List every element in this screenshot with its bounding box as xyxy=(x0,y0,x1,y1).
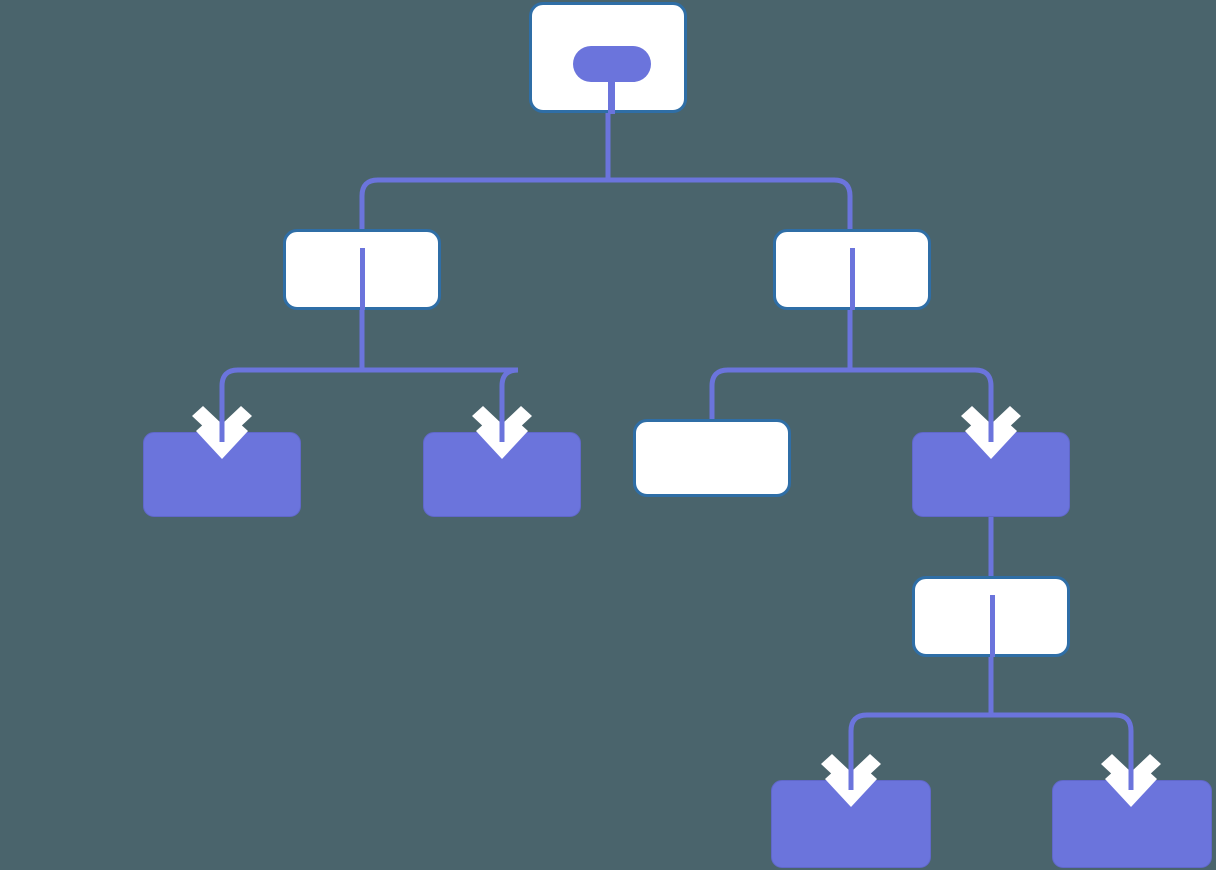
edge-right-1-to-branch xyxy=(850,367,994,430)
node-right-2[interactable] xyxy=(912,576,1070,657)
edge-left-1-to-leaf-a xyxy=(219,367,362,430)
node-bottom-leaf-a[interactable] xyxy=(771,780,931,868)
edge-left-1-to-leaf-b xyxy=(362,367,519,430)
edge-root-to-left-1 xyxy=(359,177,608,240)
node-right-1-rule xyxy=(850,248,855,310)
node-left-1-rule xyxy=(360,248,365,310)
node-root[interactable] xyxy=(529,2,687,114)
node-left-leaf-a[interactable] xyxy=(143,432,301,517)
edge-root-to-right-1 xyxy=(608,177,853,240)
node-right-2-rule xyxy=(990,595,995,657)
edge-right-2-to-bottom-a xyxy=(848,712,991,778)
root-pill-shape xyxy=(573,46,651,82)
node-left-1[interactable] xyxy=(283,229,441,310)
node-right-branch[interactable] xyxy=(912,432,1070,517)
node-bottom-leaf-b[interactable] xyxy=(1052,780,1212,868)
edge-right-2-to-bottom-b xyxy=(991,712,1134,778)
node-left-leaf-b[interactable] xyxy=(423,432,581,517)
node-right-plain[interactable] xyxy=(633,419,791,497)
root-stem-shape xyxy=(608,82,615,114)
node-right-1[interactable] xyxy=(773,229,931,310)
edge-right-1-to-plain xyxy=(709,367,850,420)
